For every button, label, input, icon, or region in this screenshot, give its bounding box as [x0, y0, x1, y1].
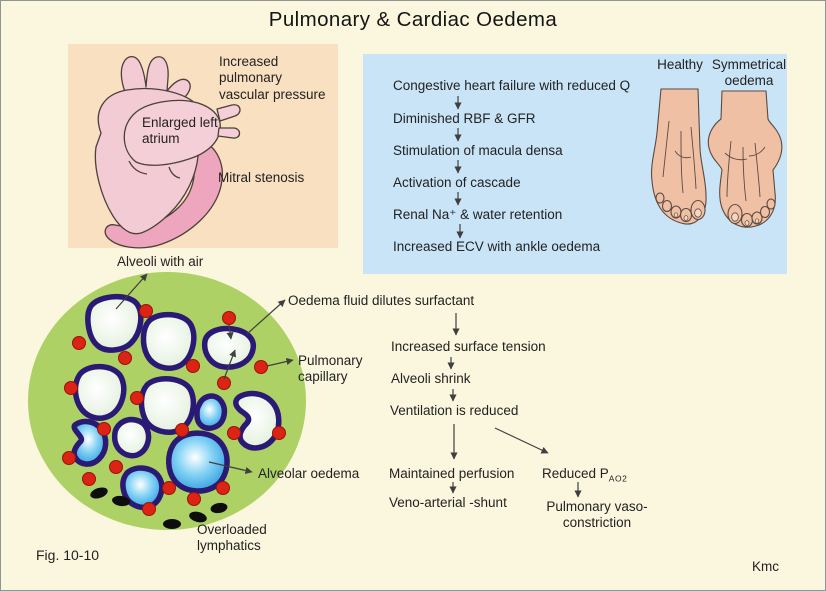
flow-surface-tension: Increased surface tension: [391, 339, 546, 354]
oedema-foot-illustration: [707, 90, 783, 228]
lymphatics-group: [90, 487, 228, 529]
flow-alveoli-shrink: Alveoli shrink: [391, 371, 471, 386]
flow-ventilation-reduced: Ventilation is reduced: [390, 403, 519, 418]
label-healthy-foot: Healthy: [657, 57, 703, 72]
alveoli-oedema-group: [71, 393, 230, 511]
figure-number: Fig. 10-10: [36, 547, 100, 563]
renal-step-ecv: Increased ECV with ankle oedema: [393, 239, 601, 254]
label-enlarged-left-atrium: Enlarged left atrium: [142, 115, 218, 147]
label-alveolar-oedema: Alveolar oedema: [258, 466, 360, 481]
renal-step-cascade: Activation of cascade: [393, 175, 521, 190]
renal-step-na-retention: Renal Na⁺ & water retention: [393, 207, 563, 222]
flow-reduced-pao2: Reduced PAO2: [542, 466, 627, 484]
label-overloaded-lymphatics: Overloaded lymphatics: [197, 522, 267, 554]
healthy-foot-illustration: [651, 88, 707, 225]
capillary-dots-group: [62, 304, 286, 516]
feet-illustration: [651, 88, 783, 228]
label-mitral-stenosis: Mitral stenosis: [218, 170, 305, 185]
flow-reduced-pao2-text: Reduced P: [542, 466, 609, 481]
flow-maintained-perfusion: Maintained perfusion: [389, 466, 515, 481]
leader-arrows: [115, 273, 294, 475]
label-symmetrical-oedema: Symmetrical oedema: [711, 57, 787, 89]
lung-cross-section-illustration: [28, 272, 306, 530]
label-pulmonary-pressure: Increased pulmonary vascular pressure: [219, 54, 326, 102]
heart-illustration: [94, 56, 241, 249]
renal-step-macula-densa: Stimulation of macula densa: [393, 143, 563, 158]
label-pulmonary-capillary: Pulmonary capillary: [298, 353, 363, 385]
renal-step-chf: Congestive heart failure with reduced Q: [393, 78, 631, 93]
figure-title: Pulmonary & Cardiac Oedema: [268, 8, 558, 31]
credit-signature: Kmc: [752, 559, 779, 574]
label-oedema-fluid: Oedema fluid dilutes surfactant: [288, 293, 475, 308]
flow-veno-arterial-shunt: Veno-arterial -shunt: [389, 495, 507, 510]
flow-arrows: [447, 96, 582, 498]
flow-pulmonary-vasoconstriction: Pulmonary vaso-constriction: [546, 499, 648, 531]
label-alveoli-with-air: Alveoli with air: [117, 254, 204, 269]
renal-step-rbf-gfr: Diminished RBF & GFR: [393, 111, 536, 126]
renal-panel: [363, 54, 787, 274]
flow-reduced-pao2-sub: AO2: [608, 473, 628, 484]
